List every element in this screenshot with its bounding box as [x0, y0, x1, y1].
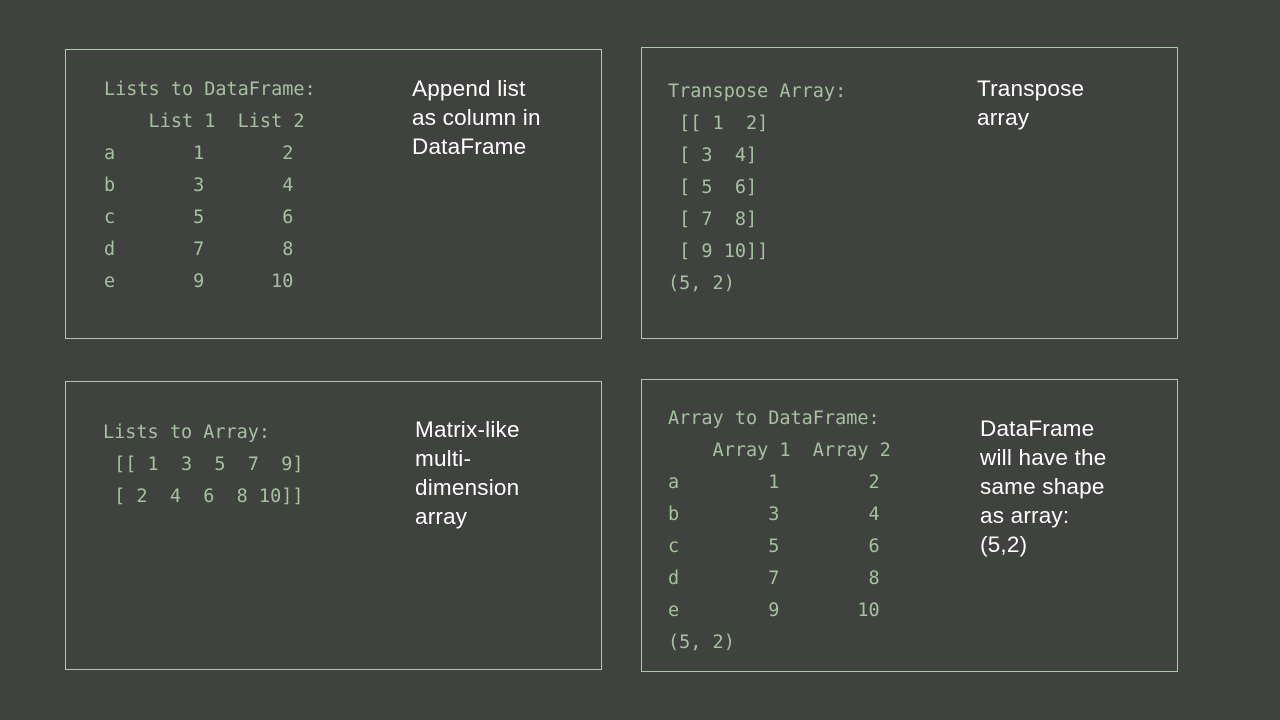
note-matrix-like: Matrix-like multi- dimension array	[415, 417, 520, 529]
note-transpose-array: Transpose array	[977, 76, 1085, 130]
panel-transpose-array: Transpose Array: [[ 1 2] [ 3 4] [ 5 6] […	[641, 47, 1178, 339]
note-dataframe-shape: DataFrame will have the same shape as ar…	[980, 416, 1107, 557]
console-output-lists-to-array: Lists to Array: [[ 1 3 5 7 9] [ 2 4 6 8 …	[103, 422, 304, 507]
console-output-array-to-dataframe: Array to DataFrame: Array 1 Array 2 a 1 …	[668, 408, 891, 653]
console-output-transpose-array: Transpose Array: [[ 1 2] [ 3 4] [ 5 6] […	[668, 81, 847, 294]
panel-array-to-dataframe: Array to DataFrame: Array 1 Array 2 a 1 …	[641, 379, 1178, 672]
panel-lists-to-dataframe: Lists to DataFrame: List 1 List 2 a 1 2 …	[65, 49, 602, 339]
panel-lists-to-array: Lists to Array: [[ 1 3 5 7 9] [ 2 4 6 8 …	[65, 381, 602, 670]
note-append-list: Append list as column in DataFrame	[412, 76, 541, 159]
console-output-lists-to-dataframe: Lists to DataFrame: List 1 List 2 a 1 2 …	[104, 79, 316, 292]
